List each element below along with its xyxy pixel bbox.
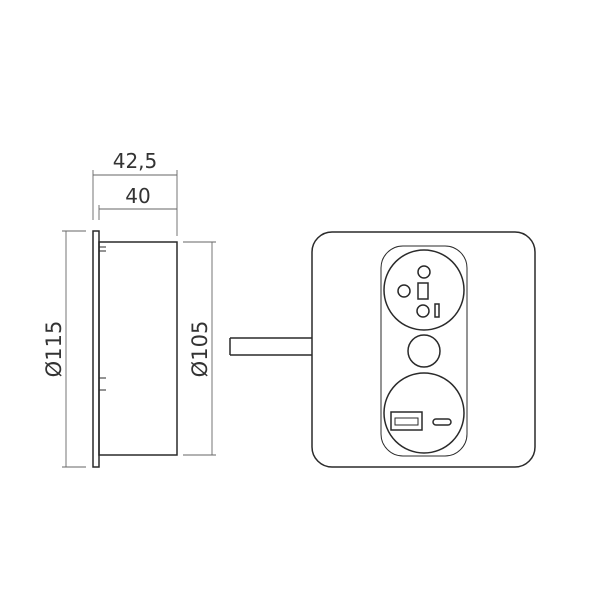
module-frame xyxy=(380,245,468,457)
socket-slot xyxy=(434,303,440,318)
socket-hole-bottom xyxy=(416,304,430,318)
side-view xyxy=(92,230,178,468)
socket-earth-pin xyxy=(417,282,429,300)
indicator-button xyxy=(407,334,441,368)
usb-module xyxy=(383,372,465,454)
dim-body-depth: 40 xyxy=(125,184,150,208)
usb-a-port xyxy=(390,411,423,431)
faceplate xyxy=(311,231,536,468)
flange xyxy=(92,230,100,468)
usb-c-port xyxy=(432,418,452,426)
socket-hole-top xyxy=(417,265,431,279)
cable xyxy=(229,337,312,356)
dim-flange-diameter: Ø115 xyxy=(42,321,66,378)
usb-a-tongue xyxy=(394,417,419,426)
socket-hole-left xyxy=(397,284,411,298)
clip-marks xyxy=(99,246,106,391)
dim-body-diameter: Ø105 xyxy=(188,321,212,378)
dimension-lines xyxy=(62,170,216,468)
front-view xyxy=(311,231,536,468)
body xyxy=(98,241,178,456)
dim-overall-depth: 42,5 xyxy=(113,149,158,173)
power-socket xyxy=(383,249,465,331)
